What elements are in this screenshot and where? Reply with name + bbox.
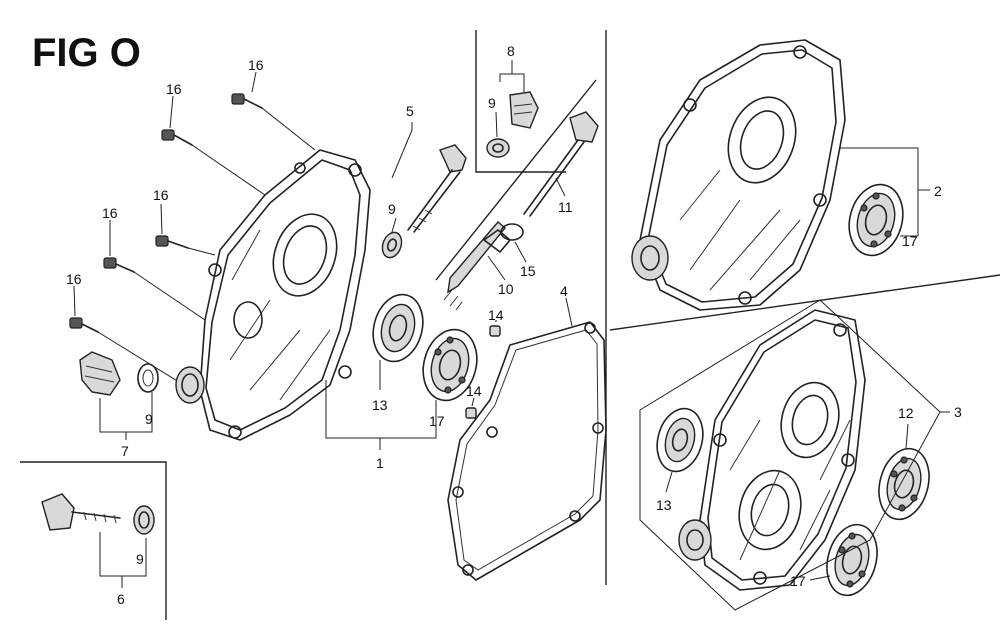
bolt-icon	[103, 257, 135, 273]
callout-9: 9	[145, 411, 153, 427]
crankcase-cover-3	[678, 309, 866, 591]
bolt-icon	[69, 317, 99, 333]
callout-1: 1	[376, 455, 384, 471]
section-dividers	[20, 30, 1000, 620]
callout-14: 14	[466, 383, 482, 399]
callout-9: 9	[136, 551, 144, 567]
drain-bolt-6-inset	[41, 493, 155, 535]
oil-filler-cap-7	[79, 351, 205, 404]
callout-6: 6	[117, 591, 125, 607]
callout-13: 13	[372, 397, 388, 413]
callout-3: 3	[954, 404, 962, 420]
callout-16: 16	[102, 205, 118, 221]
washer-icon	[137, 363, 159, 393]
bearing-17-center	[422, 328, 478, 402]
oil-seal-13-right	[656, 407, 704, 473]
callout-12: 12	[898, 405, 914, 421]
callout-7: 7	[121, 443, 129, 459]
washer-icon	[133, 505, 155, 535]
washer-icon	[381, 231, 403, 259]
callout-4: 4	[560, 283, 568, 299]
callout-14: 14	[488, 307, 504, 323]
bolt-icon	[155, 235, 189, 249]
callout-8: 8	[507, 43, 515, 59]
dowel-pin-14	[465, 325, 501, 419]
callout-16: 16	[153, 187, 169, 203]
gasket-4	[447, 321, 607, 581]
bearing-17-bottom-right	[826, 523, 878, 597]
washer-icon	[486, 138, 510, 158]
oil-seal-icon	[175, 366, 205, 404]
callout-17: 17	[429, 413, 445, 429]
callout-labels: 16 16 16 16 16 9 7 13 17 1 5 9 8 9 11 15…	[66, 43, 962, 607]
drain-plug-8-inset	[486, 91, 539, 158]
callout-17: 17	[902, 233, 918, 249]
leader-lines	[73, 60, 950, 588]
o-ring-15	[500, 223, 524, 241]
figure-title: FIG O	[32, 31, 141, 75]
callout-16: 16	[248, 57, 264, 73]
bearing-12	[878, 447, 930, 521]
bolt-icon	[161, 129, 193, 146]
callout-2: 2	[934, 183, 942, 199]
bolt-16-group	[69, 93, 316, 396]
callout-9: 9	[488, 95, 496, 111]
callout-11: 11	[558, 199, 573, 215]
bearing-17-top-right	[848, 183, 904, 257]
crankcase-cover-left	[199, 149, 371, 441]
oil-seal-13	[372, 293, 424, 363]
governor-shaft-5	[381, 144, 467, 259]
callout-5: 5	[406, 103, 414, 119]
callout-13: 13	[656, 497, 672, 513]
callout-10: 10	[498, 281, 514, 297]
crankcase-cover-2	[631, 39, 846, 311]
bolt-icon	[231, 93, 263, 109]
callout-9: 9	[388, 201, 396, 217]
callout-15: 15	[520, 263, 536, 279]
callout-16: 16	[166, 81, 182, 97]
callout-16: 16	[66, 271, 82, 287]
callout-17: 17	[790, 573, 806, 589]
